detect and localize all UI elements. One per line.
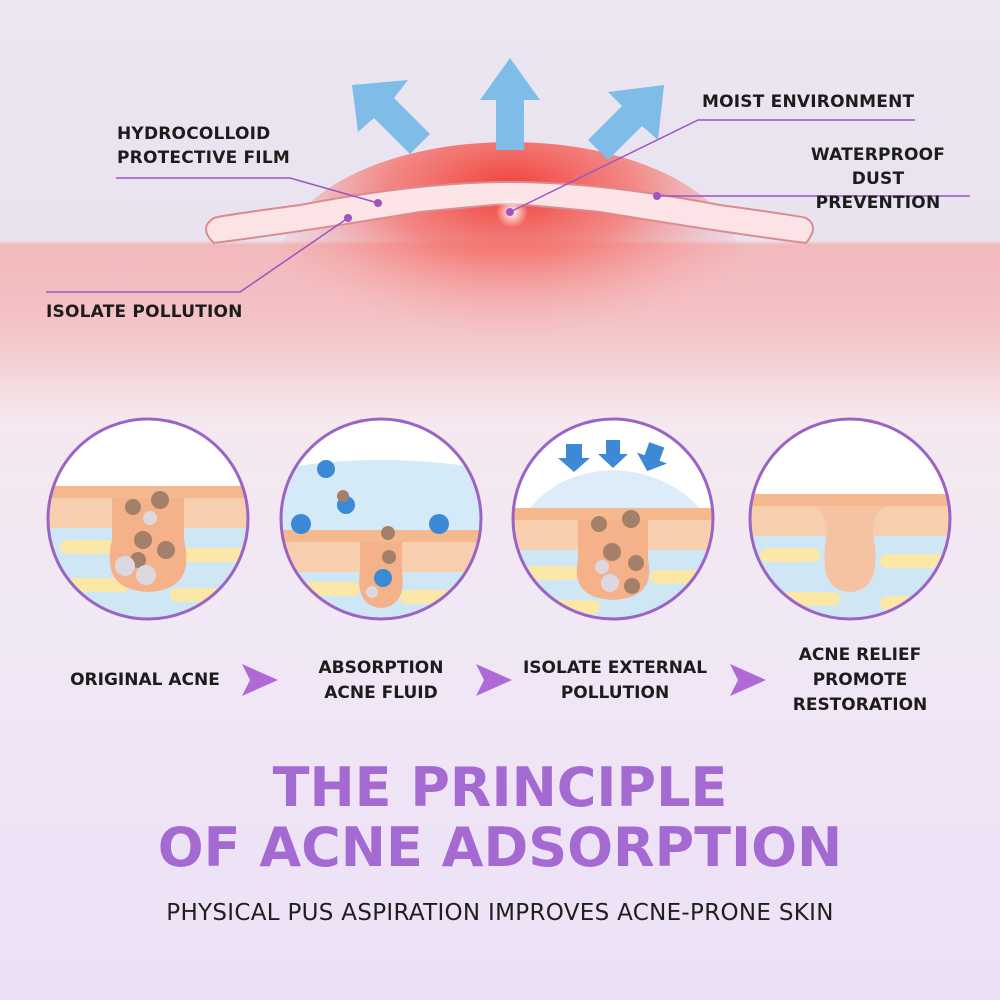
acne-relief-icon (742, 410, 962, 632)
step-label-original-acne: ORIGINAL ACNE (40, 668, 250, 693)
step-arrow-icon (476, 664, 512, 696)
step-label-isolate-external: ISOLATE EXTERNAL POLLUTION (510, 656, 720, 706)
step-label-line: PROMOTE (770, 668, 950, 693)
callout-waterproof-line1: WATERPROOF (788, 143, 968, 167)
callout-hydrocolloid-line2: PROTECTIVE FILM (117, 146, 290, 170)
absorption-icon (272, 410, 492, 632)
callout-isolate: ISOLATE POLLUTION (46, 300, 243, 324)
step-label-line: ACNE RELIEF (770, 643, 950, 668)
arrow-up-left-icon (352, 80, 430, 154)
step-label-acne-relief: ACNE RELIEF PROMOTE RESTORATION (770, 643, 950, 718)
callout-moist-text: MOIST ENVIRONMENT (702, 90, 914, 114)
subtitle: PHYSICAL PUS ASPIRATION IMPROVES ACNE-PR… (0, 900, 1000, 926)
step-arrow-icon (730, 664, 766, 696)
callout-waterproof: WATERPROOF DUST PREVENTION (788, 143, 968, 215)
step-label-absorption: ABSORPTION ACNE FLUID (286, 656, 476, 706)
step-label-line: ORIGINAL ACNE (40, 668, 250, 693)
callout-hydrocolloid: HYDROCOLLOID PROTECTIVE FILM (117, 122, 290, 170)
inflammation-glow (280, 142, 740, 382)
step-label-line: ABSORPTION (286, 656, 476, 681)
title-line-2: OF ACNE ADSORPTION (0, 818, 1000, 878)
isolate-external-icon (505, 410, 725, 630)
step-label-line: RESTORATION (770, 693, 950, 718)
original-acne-icon (40, 410, 260, 630)
step-label-line: ISOLATE EXTERNAL (510, 656, 720, 681)
step-label-line: POLLUTION (510, 681, 720, 706)
callout-waterproof-line2: DUST PREVENTION (788, 167, 968, 215)
callout-moist: MOIST ENVIRONMENT (702, 90, 914, 114)
arrow-up-icon (480, 58, 540, 150)
callout-hydrocolloid-line1: HYDROCOLLOID (117, 122, 290, 146)
arrow-up-right-icon (588, 85, 664, 160)
step-label-line: ACNE FLUID (286, 681, 476, 706)
callout-isolate-text: ISOLATE POLLUTION (46, 300, 243, 324)
title-line-1: THE PRINCIPLE (0, 758, 1000, 818)
